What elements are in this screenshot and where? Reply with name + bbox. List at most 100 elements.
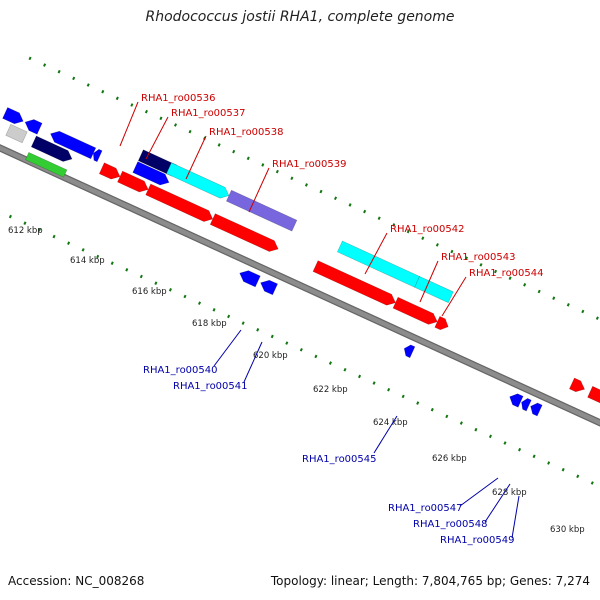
ring-dot — [159, 116, 163, 121]
gene-blue-edge-1 — [2, 107, 24, 125]
genome-backbone — [0, 145, 600, 426]
ring-dot — [86, 83, 90, 87]
ring-dot — [387, 387, 391, 392]
gene-red-4 — [209, 213, 279, 252]
forward-leader-line — [364, 232, 388, 275]
ring-dot — [212, 308, 216, 312]
gene-red-2 — [117, 170, 149, 193]
ring-dot — [43, 63, 47, 67]
gene-green — [25, 152, 68, 178]
ring-dot — [197, 301, 202, 305]
ring-dot — [358, 374, 362, 379]
ring-dot — [333, 196, 338, 201]
ring-dot — [421, 236, 425, 240]
ring-dot — [125, 268, 129, 272]
ruler-tick-label: 630 kbp — [550, 525, 585, 535]
ring-dot — [595, 316, 599, 320]
forward-leader-line — [248, 167, 270, 213]
ring-dot — [552, 296, 556, 300]
ring-dot — [435, 243, 439, 247]
forward-gene-label: RHA1_ro00536 — [141, 93, 216, 104]
ring-dot — [217, 143, 221, 147]
ring-dot — [445, 414, 449, 419]
ring-dot — [401, 394, 405, 399]
ring-dot — [28, 56, 32, 61]
gene-blue-rev-3 — [403, 344, 416, 359]
ring-dot — [183, 294, 187, 299]
ring-dot — [144, 109, 148, 114]
ring-dot — [173, 123, 178, 127]
ring-dot — [168, 288, 172, 292]
ring-dot — [377, 216, 381, 221]
gene-blue-rev-1 — [239, 270, 261, 288]
forward-gene-label: RHA1_ro00544 — [469, 268, 544, 279]
ring-dot — [363, 209, 367, 214]
genome-summary-text: Topology: linear; Length: 7,804,765 bp; … — [270, 574, 590, 588]
ring-dot — [590, 481, 594, 485]
gene-blue-edge-3 — [50, 130, 97, 160]
gene-cyan-outer-3 — [414, 276, 454, 304]
ring-dot — [450, 249, 454, 254]
ring-dot — [299, 347, 303, 352]
ruler-tick-label: 616 kbp — [132, 287, 167, 297]
reverse-gene-label: RHA1_ro00545 — [302, 454, 377, 465]
gene-purple-outer — [226, 189, 298, 232]
ring-dot — [561, 467, 565, 472]
ring-dot — [256, 328, 260, 332]
ring-dot — [406, 229, 410, 234]
ring-dot — [227, 314, 231, 319]
ring-dot — [81, 248, 85, 252]
ruler-tick-label: 626 kbp — [432, 454, 467, 464]
ring-dot — [343, 367, 347, 372]
gene-red-6 — [392, 296, 438, 325]
forward-leader-line — [145, 116, 169, 160]
ring-dot — [285, 341, 289, 345]
ring-dot — [270, 334, 274, 339]
ring-dot — [37, 228, 42, 232]
ring-dot — [576, 474, 580, 479]
gene-blue-rev-6 — [530, 402, 543, 417]
forward-gene-label: RHA1_ro00537 — [171, 108, 246, 119]
forward-dotted-ring — [28, 56, 599, 320]
gene-blue-rev-2 — [260, 279, 278, 296]
ring-dot — [232, 149, 236, 154]
ring-dot — [430, 407, 434, 412]
gene-blue-edge-4 — [92, 148, 103, 163]
reverse-leader-line — [511, 495, 520, 539]
ring-dot — [23, 221, 27, 225]
gene-red-9 — [587, 385, 600, 404]
reverse-leader-line — [373, 415, 398, 454]
gene-red-1 — [98, 162, 121, 180]
ruler-tick-label: 628 kbp — [492, 488, 527, 498]
ring-dot — [188, 129, 192, 134]
ring-dot — [464, 256, 468, 260]
ring-dot — [67, 241, 71, 245]
gene-red-7 — [434, 316, 449, 331]
ring-dot — [154, 281, 158, 285]
ring-dot — [115, 96, 119, 101]
accession-text: Accession: NC_008268 — [8, 574, 145, 588]
ruler-tick-label: 624 kbp — [373, 418, 408, 428]
ring-dot — [139, 274, 143, 279]
ring-dot — [110, 261, 114, 265]
ring-dot — [392, 223, 396, 227]
forward-leader-line — [441, 276, 467, 317]
reverse-gene-label: RHA1_ro00547 — [388, 503, 463, 514]
ring-dot — [372, 381, 376, 385]
forward-leader-line — [185, 135, 207, 180]
ring-dot — [348, 203, 352, 207]
ring-dot — [241, 321, 245, 325]
ring-dot — [503, 441, 507, 445]
gene-blue-rev-4 — [509, 393, 524, 408]
ring-dot — [57, 69, 61, 74]
ring-dot — [479, 263, 483, 267]
reverse-gene-label: RHA1_ro00548 — [413, 519, 488, 530]
ring-dot — [130, 103, 134, 107]
ring-dot — [275, 169, 279, 174]
ring-dot — [246, 156, 250, 161]
ring-dot — [304, 183, 308, 187]
ring-dot — [328, 361, 332, 365]
ring-dot — [488, 434, 492, 439]
gene-blue-rev-5 — [521, 398, 532, 412]
ring-dot — [8, 214, 12, 219]
